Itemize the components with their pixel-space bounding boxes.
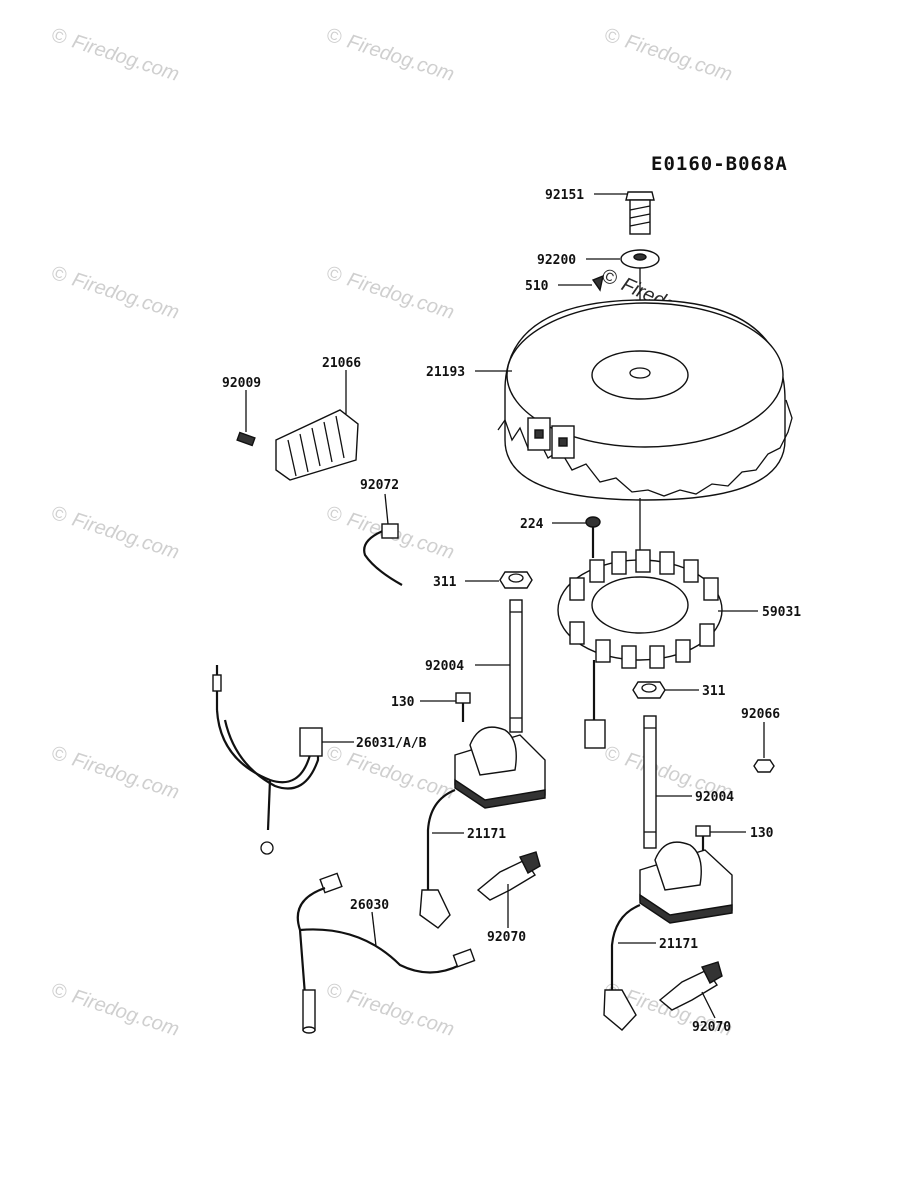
callout-92066: 92066	[741, 707, 780, 722]
watermark-text: Firedog.com	[344, 749, 457, 804]
spark-plug-92070-right-drawing	[658, 961, 723, 1011]
watermark-symbol: ©	[601, 24, 622, 50]
watermark-text: Firedog.com	[344, 269, 457, 324]
callout-59031: 59031	[762, 605, 801, 620]
watermark-text: Firedog.com	[69, 986, 182, 1041]
watermark-text: Firedog.com	[69, 31, 182, 86]
watermark-symbol: ©	[323, 742, 344, 768]
ignition-coil-21171-left-drawing	[419, 726, 546, 929]
callout-92070-right: 92070	[692, 1020, 731, 1035]
watermark-symbol: ©	[48, 262, 69, 288]
stator-59031-drawing	[557, 549, 723, 749]
bolt-92151-drawing	[625, 191, 655, 235]
flywheel-21193-drawing	[497, 299, 793, 501]
callout-224: 224	[520, 517, 544, 532]
ignition-coil-21171-right-drawing	[603, 841, 733, 1031]
callout-311-upper: 311	[433, 575, 457, 590]
callout-26030: 26030	[350, 898, 389, 913]
screw-224-drawing	[585, 516, 601, 558]
watermark-symbol: ©	[48, 742, 69, 768]
bolt-130-left-drawing	[455, 692, 471, 722]
key-510-drawing	[591, 274, 604, 292]
watermark-text: Firedog.com	[69, 269, 182, 324]
callout-92200: 92200	[537, 253, 576, 268]
watermark-symbol: ©	[48, 502, 69, 528]
stud-92004-left-drawing	[509, 599, 523, 733]
callout-92151: 92151	[545, 188, 584, 203]
nut-311-right-drawing	[632, 681, 666, 699]
nut-311-drawing	[499, 571, 533, 589]
leader-lines	[245, 193, 758, 1019]
callout-510: 510	[525, 279, 549, 294]
callout-130-left: 130	[391, 695, 415, 710]
callout-21171-right: 21171	[659, 937, 698, 952]
callout-92004-left: 92004	[425, 659, 464, 674]
callout-92072: 92072	[360, 478, 399, 493]
callout-26031: 26031/A/B	[356, 736, 427, 751]
diagram-code: E0160-B068A	[651, 153, 788, 175]
watermark-symbol: ©	[323, 979, 344, 1005]
regulator-21066-drawing	[236, 409, 359, 481]
washer-92200-drawing	[620, 249, 660, 269]
watermark-symbol: ©	[323, 262, 344, 288]
callout-130-right: 130	[750, 826, 774, 841]
callout-92004-right: 92004	[695, 790, 734, 805]
watermark-text: Firedog.com	[622, 31, 735, 86]
callout-21066: 21066	[322, 356, 361, 371]
lead-26030-drawing	[296, 872, 476, 1034]
clamp-92072-drawing	[363, 523, 403, 586]
watermark-text: Firedog.com	[69, 509, 182, 564]
harness-26031-drawing	[212, 665, 323, 855]
watermark-symbol: ©	[323, 24, 344, 50]
stud-92004-right-drawing	[643, 715, 657, 849]
spark-plug-92070-left-drawing	[476, 851, 541, 901]
watermark-symbol: ©	[48, 24, 69, 50]
nut-92066-drawing	[753, 759, 775, 773]
callout-311-lower: 311	[702, 684, 726, 699]
callout-92070-left: 92070	[487, 930, 526, 945]
watermark-text: Firedog.com	[69, 749, 182, 804]
watermark-symbol: ©	[48, 979, 69, 1005]
watermark-text: Firedog.com	[344, 31, 457, 86]
callout-21171-left: 21171	[467, 827, 506, 842]
callout-92009: 92009	[222, 376, 261, 391]
watermark-text: Firedog.com	[344, 986, 457, 1041]
watermark-symbol: ©	[601, 742, 622, 768]
callout-21193: 21193	[426, 365, 465, 380]
watermark-text: Firedog.com	[344, 509, 457, 564]
watermark-symbol: ©	[323, 502, 344, 528]
